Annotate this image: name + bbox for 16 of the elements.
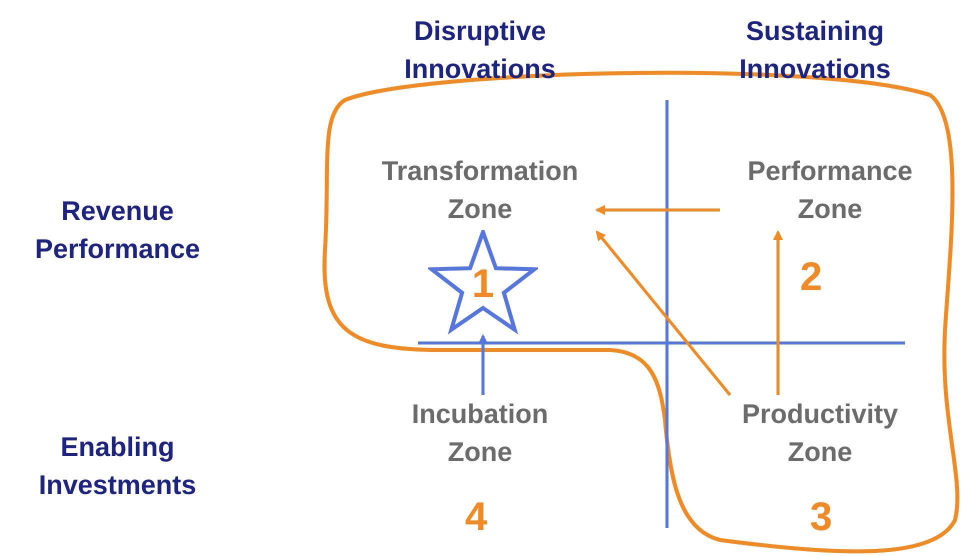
arrow: [596, 230, 732, 396]
zone-label: Incubation Zone: [380, 395, 580, 473]
axis-heading: Enabling Investments: [38, 431, 198, 502]
zone-label: Transformation Zone: [365, 152, 595, 230]
zone-number: 3: [810, 495, 832, 539]
zone-label: Productivity Zone: [720, 395, 920, 473]
axis-heading: Disruptive Innovations: [403, 15, 557, 86]
axis-heading: Sustaining Innovations: [738, 15, 892, 86]
zone-number: 4: [465, 495, 488, 539]
axis-heading: Revenue Performance: [34, 195, 202, 266]
zone-number: 2: [800, 255, 822, 299]
zone-label: Performance Zone: [720, 152, 940, 230]
arrow: [773, 230, 783, 395]
arrow: [595, 205, 720, 215]
arrow: [478, 334, 488, 395]
zone-number: 1: [470, 262, 496, 306]
